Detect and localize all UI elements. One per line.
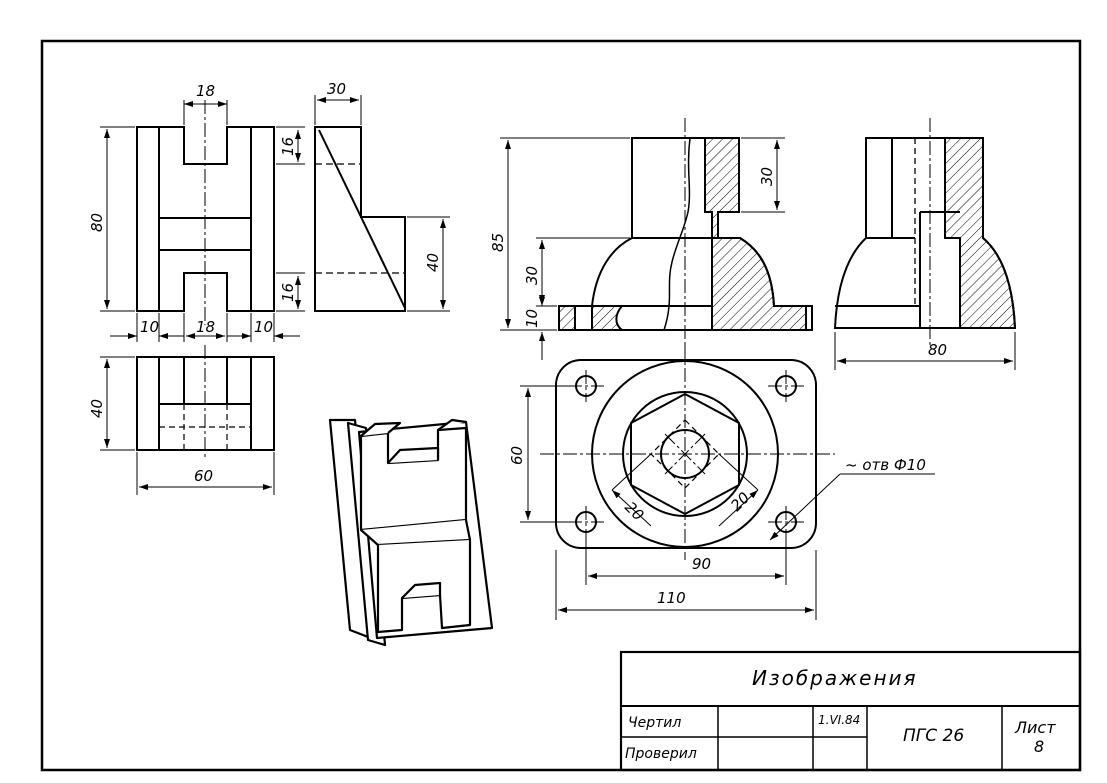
dim-front-top-width: 18 bbox=[196, 82, 215, 100]
dim-plan2-height: 60 bbox=[508, 446, 526, 465]
section-view-dimensions bbox=[500, 137, 785, 360]
checked-by-label: Проверил bbox=[625, 746, 697, 762]
dim-section-total: 85 bbox=[489, 233, 507, 252]
section-view bbox=[558, 118, 813, 345]
drawn-by-label: Чертил bbox=[628, 715, 681, 731]
dim-slot-bottom: 16 bbox=[279, 283, 297, 302]
sheet-number: 8 bbox=[1034, 737, 1044, 756]
front-view-dimensions bbox=[100, 100, 305, 342]
dim-outer-width: 110 bbox=[657, 589, 686, 607]
profile-section-view bbox=[833, 118, 1017, 345]
isometric-view bbox=[328, 418, 494, 647]
dim-hex-right: 20 bbox=[727, 489, 753, 515]
dim-bottom-left: 10 bbox=[140, 318, 159, 336]
dim-bottom-right: 10 bbox=[254, 318, 273, 336]
dim-side-step: 40 bbox=[424, 253, 442, 272]
drawing-date: 1.VI.84 bbox=[818, 713, 860, 727]
dim-plan-height: 40 bbox=[88, 399, 106, 418]
dim-plan-width: 60 bbox=[194, 467, 213, 485]
plan-view-2-dimensions bbox=[520, 385, 935, 620]
plan-view-2 bbox=[540, 345, 835, 560]
dim-bottom-mid: 18 bbox=[196, 318, 215, 336]
front-view bbox=[136, 100, 275, 325]
dim-profile-width: 80 bbox=[928, 341, 947, 359]
side-view-dimensions bbox=[314, 95, 450, 312]
sheet-label: Лист bbox=[1014, 718, 1056, 737]
dim-hole-note: ~ отв Ф10 bbox=[845, 456, 926, 474]
drawing-code: ПГС 26 bbox=[903, 726, 964, 746]
dim-section-top: 30 bbox=[758, 167, 776, 186]
title-block bbox=[619, 650, 1082, 772]
dim-side-top-width: 30 bbox=[327, 80, 346, 98]
dim-inner-width: 90 bbox=[692, 555, 711, 573]
sheet-frame bbox=[40, 39, 1082, 772]
side-view bbox=[314, 126, 406, 312]
plan-view bbox=[136, 345, 275, 460]
plan-view-dimensions bbox=[100, 356, 275, 495]
dim-front-height: 80 bbox=[88, 213, 106, 232]
dim-section-mid: 30 bbox=[523, 266, 541, 285]
drawing-title: Изображения bbox=[752, 666, 918, 690]
profile-section-dimensions bbox=[834, 332, 1016, 370]
dim-slot-top: 16 bbox=[279, 137, 297, 156]
dim-section-base: 10 bbox=[523, 309, 541, 328]
